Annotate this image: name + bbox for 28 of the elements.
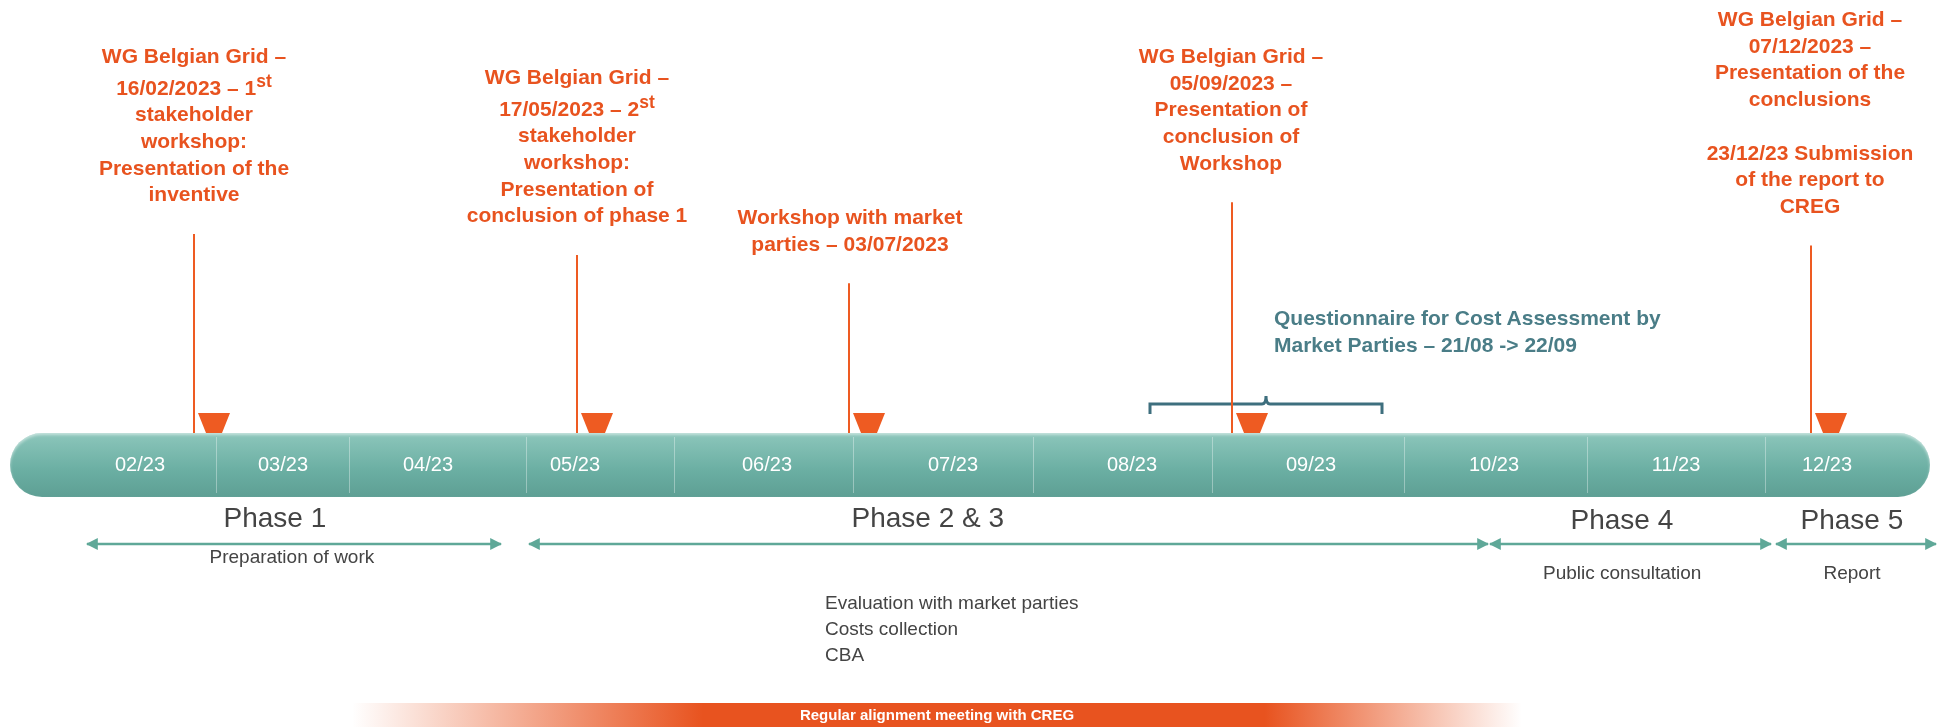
month-label: 12/23 [1801, 453, 1853, 476]
phase-heading: Phase 2 & 3 [851, 502, 1005, 534]
note-text: Questionnaire for Cost Assessment by Market Parties – 21/08 -> 22/09 [1274, 305, 1662, 359]
phase-heading: Phase 4 [1570, 504, 1674, 536]
month-label: 08/23 [1106, 453, 1158, 476]
month-label: 06/23 [741, 453, 793, 476]
event-text: WG Belgian Grid – 17/05/2023 – 2$^{st}$ stakeholder workshop: Presentation of conclusion of phase 1 [464, 64, 690, 229]
phase-description: Preparation of work [209, 546, 375, 568]
month-label: 11/23 [1651, 453, 1701, 476]
phase-description: Evaluation with market parties [825, 592, 1079, 614]
event-text: WG Belgian Grid – 05/09/2023 – Presentation of conclusion of Workshop [1131, 43, 1331, 177]
phase-heading: Phase 1 [223, 502, 327, 534]
phase-description: Public consultation [1543, 562, 1702, 584]
month-label: 02/23 [114, 453, 166, 476]
month-label: 04/23 [402, 453, 454, 476]
month-label: 10/23 [1468, 453, 1520, 476]
phase-heading: Phase 5 [1800, 504, 1904, 536]
event-text: WG Belgian Grid – 16/02/2023 – 1$^{st}$ stakeholder workshop: Presentation of the inventive [91, 43, 297, 208]
phase-description: Costs collection [825, 618, 959, 640]
event-text: 23/12/23 Submission of the report to CREG [1705, 139, 1915, 219]
month-label: 05/23 [549, 453, 601, 476]
month-label: 03/23 [257, 453, 309, 476]
phase-description: Report [1823, 562, 1881, 584]
phase-description: CBA [825, 644, 865, 666]
month-label: 09/23 [1285, 453, 1337, 476]
month-label: 07/23 [927, 453, 979, 476]
event-text: WG Belgian Grid – 07/12/2023 – Presentation of the conclusions [1713, 6, 1907, 112]
event-text: Workshop with market parties – 03/07/2023 [705, 204, 995, 258]
